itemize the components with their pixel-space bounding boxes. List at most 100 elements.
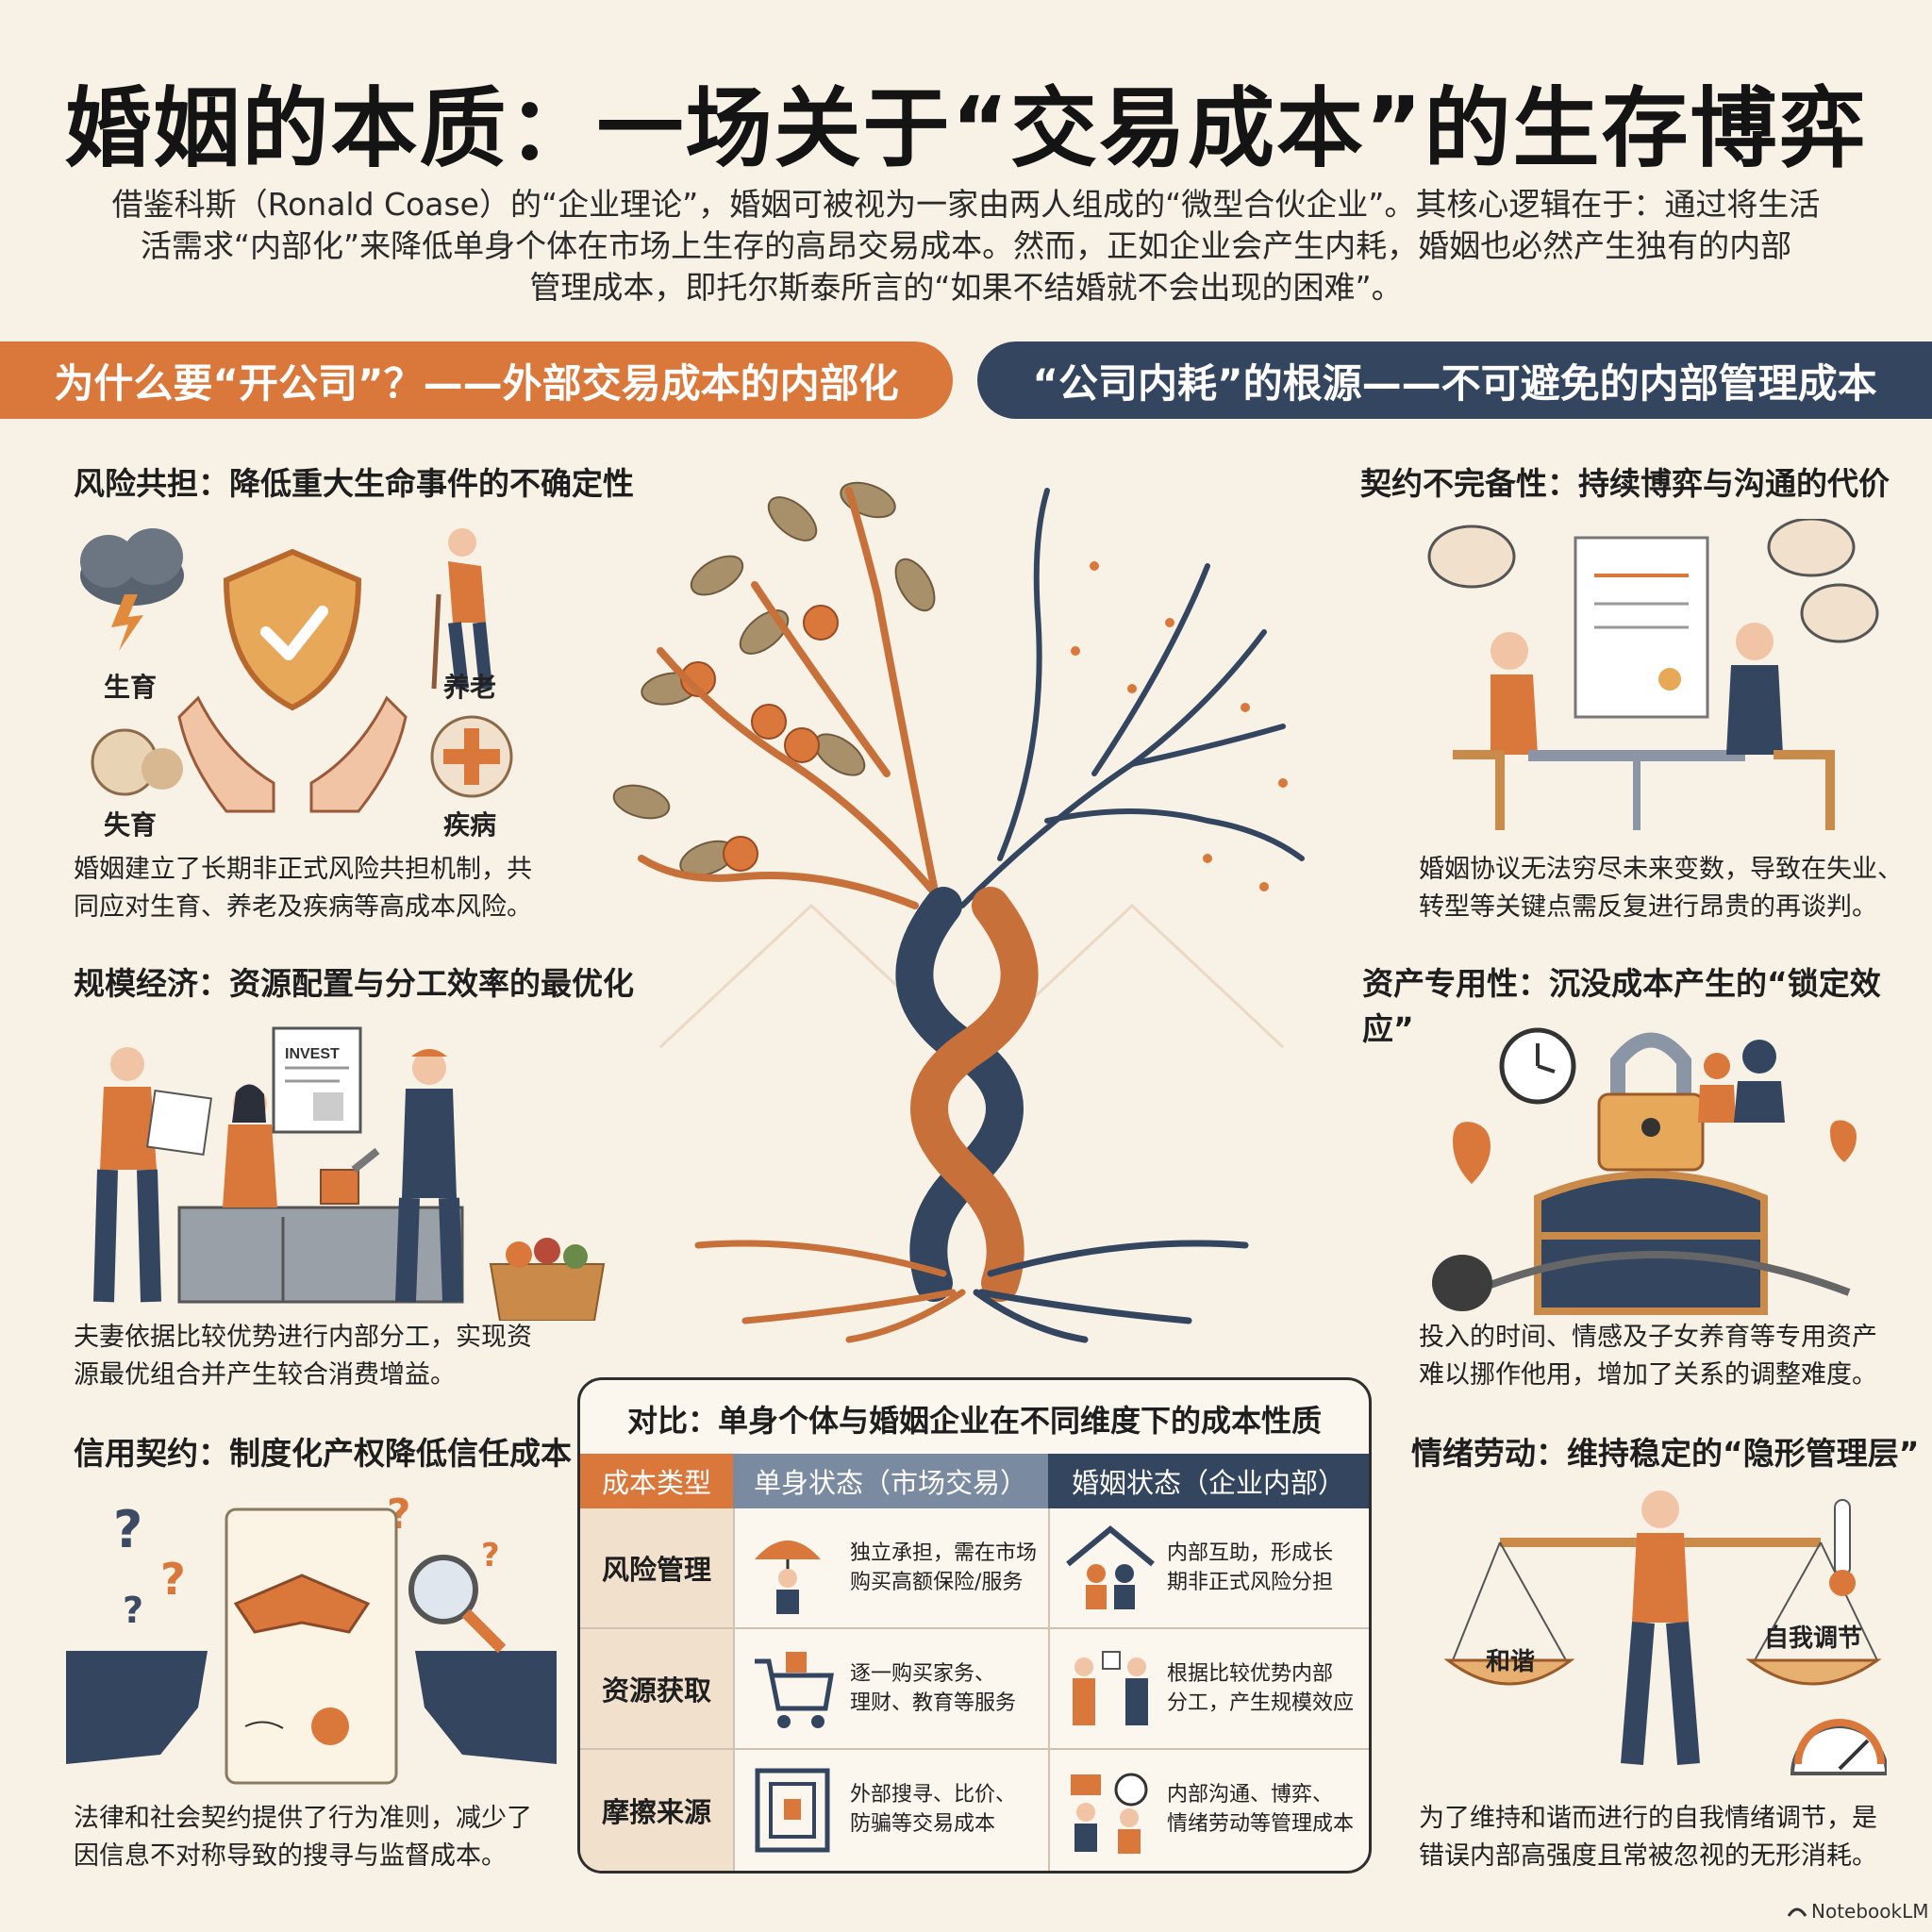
credit-contract-illustration: ? ? ? ? ?: [66, 1491, 557, 1785]
left-canopy-leaves: [612, 481, 936, 877]
cell-risk-married-1: 内部互助，形成长: [1167, 1541, 1334, 1565]
contract-document-icon: [1574, 536, 1709, 719]
page-title: 婚姻的本质：一场关于“交易成本”的生存博弈: [64, 78, 1868, 179]
invest-sign-text: INVEST: [285, 1046, 340, 1062]
intertwined-tree-illustration: [612, 481, 1305, 1343]
handshake-icon: [233, 1574, 371, 1634]
roots: [694, 1240, 1249, 1343]
incomplete-contract-heading: 契约不完备性：持续博弈与沟通的代价: [1360, 465, 1890, 502]
man-balancing-icon: [1621, 1491, 1700, 1765]
heart-icon: [1453, 1120, 1857, 1184]
umbrella-person-icon: [755, 1541, 821, 1614]
clock-icon: [1499, 1027, 1576, 1105]
economies-of-scale-text-1: 夫妻依据比较优势进行内部分工，实现资: [74, 1323, 532, 1352]
maze-icon: [755, 1768, 830, 1853]
table-header-married: 婚姻状态（企业内部）: [1048, 1454, 1369, 1508]
falling-leaves: [1071, 561, 1288, 891]
intro-line-1: 借鉴科斯（Ronald Coase）的“企业理论”，婚姻可被视为一家由两人组成的…: [111, 186, 1821, 223]
money-bag-icon: [1432, 1255, 1492, 1311]
kitchen-counter-icon: [177, 1206, 464, 1304]
man-negotiating-icon: [1726, 623, 1835, 830]
brand-watermark: NotebookLM: [1787, 1900, 1929, 1923]
cooking-pot-icon: [320, 1169, 359, 1205]
shield-icon: [223, 548, 362, 711]
brand-label: NotebookLM: [1811, 1900, 1929, 1923]
row-label-resources: 资源获取: [580, 1629, 733, 1748]
contract-scroll-icon: [225, 1507, 398, 1785]
asset-specificity-heading: 资产专用性：沉没成本产生的“锁定效应”: [1362, 965, 1881, 1047]
table-title: 对比：单身个体与婚姻企业在不同维度下的成本性质: [626, 1403, 1322, 1439]
cell-resources-single-2: 理财、教育等服务: [850, 1691, 1017, 1715]
vegetable-basket-icon: [489, 1238, 606, 1321]
credit-contract-text-2: 因信息不对称导致的搜寻与监督成本。: [74, 1841, 507, 1871]
incomplete-contract-text-2: 转型等关键点需反复进行昂贵的再谈判。: [1419, 892, 1877, 922]
risk-sharing-text-1: 婚姻建立了长期非正式风险共担机制，共: [74, 855, 532, 884]
cell-risk-single-2: 购买高额保险/服务: [850, 1571, 1024, 1594]
cell-friction-married-2: 情绪劳动等管理成本: [1167, 1812, 1355, 1836]
house-family-icon: [1066, 1525, 1155, 1609]
right-bare-branches: [959, 488, 1305, 908]
row-label-risk: 风险管理: [580, 1508, 733, 1627]
label-illness: 疾病: [443, 809, 497, 841]
shopping-cart-icon: [755, 1652, 834, 1728]
comparison-table: 对比：单身个体与婚姻企业在不同维度下的成本性质 成本类型 单身状态（市场交易） …: [577, 1377, 1372, 1874]
incomplete-contract-text-1: 婚姻协议无法穷尽未来变数，导致在失业、: [1419, 855, 1903, 884]
svg-text:?: ?: [123, 1590, 143, 1631]
baby-icon: [91, 728, 183, 796]
treasure-chest-icon: [1534, 1171, 1768, 1315]
cell-resources-married-1: 根据比较优势内部: [1167, 1662, 1334, 1686]
apple-icons: [680, 605, 839, 872]
emotional-labor-text-2: 错误内部高强度且常被忽视的无形消耗。: [1419, 1841, 1877, 1871]
credit-contract-text-1: 法律和社会契约提供了行为准则，减少了: [74, 1804, 532, 1833]
intro-line-2: 活需求“内部化”来降低单身个体在市场上生存的高昂交易成本。然而，正如企业会产生内…: [140, 227, 1792, 264]
balance-scale-illustration: 和谐 自我调节: [1443, 1491, 1887, 1775]
cell-friction-married-1: 内部沟通、博弈、: [1167, 1783, 1334, 1807]
chain-icon: [1470, 1251, 1851, 1296]
storm-cloud-icon: [80, 528, 184, 651]
hands-icon: [177, 695, 408, 813]
man-reading-icon: [93, 1047, 213, 1303]
svg-text:?: ?: [481, 1537, 500, 1574]
risk-sharing-illustration: [80, 528, 513, 813]
cell-resources-single-1: 逐一购买家务、: [850, 1662, 996, 1686]
padlock-icon: [1597, 1032, 1705, 1172]
table-icon: [1528, 750, 1745, 830]
left-orange-branches: [638, 487, 957, 919]
credit-contract-heading: 信用契约：制度化产权降低信任成本: [74, 1435, 572, 1472]
meeting-clock-icon: [1071, 1773, 1148, 1854]
label-infertility: 失育: [104, 809, 158, 841]
notebooklm-logo-icon: [1787, 1907, 1807, 1917]
emotional-labor-text-1: 为了维持和谐而进行的自我情绪调节，是: [1419, 1804, 1877, 1833]
speech-bubble-icon: [1427, 519, 1879, 643]
economies-of-scale-heading: 规模经济：资源配置与分工效率的最优化: [74, 965, 634, 1002]
elderly-person-icon: [431, 528, 492, 690]
svg-text:?: ?: [160, 1554, 186, 1605]
intro-line-3: 管理成本，即托尔斯泰所言的“如果不结婚就不会出现的困难”。: [529, 269, 1403, 306]
banner-right: “公司内耗”的根源——不可避免的内部管理成本: [977, 341, 1932, 419]
division-of-labor-illustration: INVEST: [93, 1026, 606, 1321]
scale-left-label: 和谐: [1486, 1648, 1535, 1676]
risk-sharing-text-2: 同应对生育、养老及疾病等高成本风险。: [74, 892, 532, 922]
intertwined-trunk: [895, 887, 1039, 1302]
svg-text:?: ?: [113, 1500, 142, 1559]
scale-pan-right-icon: [1745, 1658, 1882, 1686]
two-people-exchange-icon: [1073, 1651, 1148, 1725]
banner-left: 为什么要“开公司”？——外部交易成本的内部化: [0, 341, 953, 419]
medical-cross-icon: [430, 715, 513, 798]
scale-pan-left-icon: [1443, 1658, 1575, 1686]
cliff-edges-icon: [66, 1651, 557, 1764]
cell-risk-married-2: 期非正式风险分担: [1167, 1571, 1334, 1594]
cell-resources-married-2: 分工，产生规模效应: [1167, 1691, 1355, 1715]
label-elderly-care: 养老: [443, 672, 497, 703]
asset-specificity-text-2: 难以挪作他用，增加了关系的调整难度。: [1419, 1360, 1877, 1390]
worker-wrench-icon: [351, 1049, 463, 1303]
gauge-icon: [1790, 1719, 1887, 1775]
table-header-single: 单身状态（市场交易）: [733, 1454, 1048, 1508]
woman-cooking-icon: [223, 1084, 277, 1208]
family-icon: [1698, 1040, 1785, 1123]
table-header-cost-type: 成本类型: [580, 1454, 733, 1508]
document-sign-icon: [272, 1026, 362, 1134]
label-birth: 生育: [104, 672, 158, 703]
scale-right-label: 自我调节: [1764, 1624, 1862, 1653]
asset-specificity-text-1: 投入的时间、情感及子女养育等专用资产: [1419, 1323, 1877, 1352]
